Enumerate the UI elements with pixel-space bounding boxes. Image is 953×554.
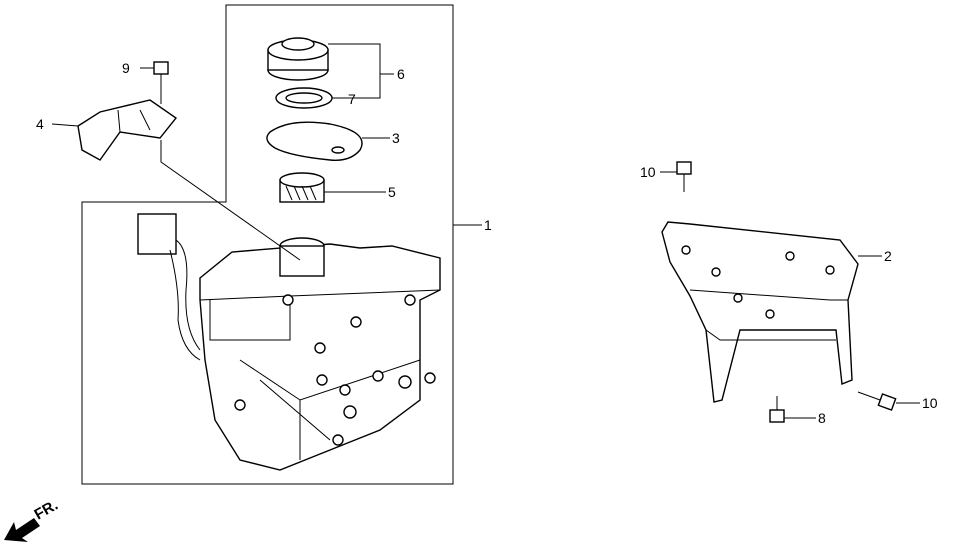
reservoir-cap [267,37,329,81]
callout-10-bottom: 10 [922,395,938,411]
callout-5: 5 [388,184,396,200]
front-direction-arrow-icon [4,518,40,542]
callout-7: 7 [348,91,356,107]
bolt-9 [153,61,169,104]
modulator-unit [199,237,441,471]
bolt-10-top [676,161,692,192]
callout-3: 3 [392,130,400,146]
bolt-8 [769,396,785,423]
callout-6: 6 [397,66,405,82]
harness-bracket [77,99,178,161]
mounting-bracket [661,221,859,403]
strainer [279,172,325,203]
bolt-10-bottom [857,391,897,411]
callout-10-top: 10 [640,164,656,180]
reservoir-gasket [266,121,363,161]
callout-1: 1 [484,217,492,233]
wire-harness [137,213,201,361]
callout-8: 8 [818,410,826,426]
callout-2: 2 [884,248,892,264]
assembly-frame [81,4,454,485]
direction-label: FR. [32,497,61,524]
callout-4: 4 [36,116,44,132]
cap-seal [275,87,333,109]
leader-lines [51,43,920,419]
leader-harness [160,140,301,261]
callout-9: 9 [122,60,130,76]
